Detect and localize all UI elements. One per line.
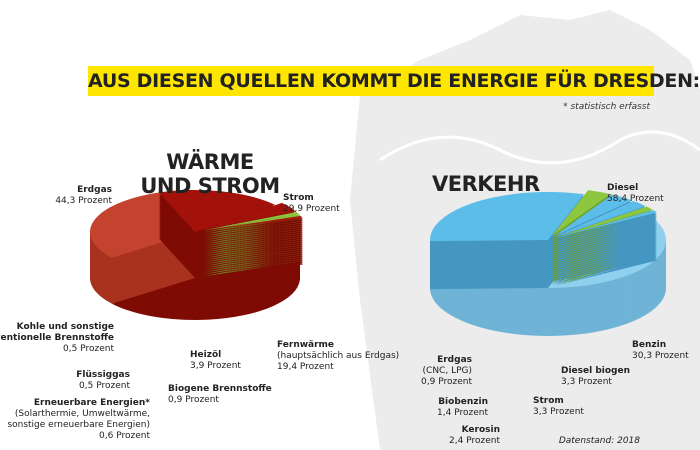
pie1-slice-6 [556,210,657,238]
pie1-slice-side-6 [556,212,657,240]
pie0-slice-side-7 [202,221,303,235]
pie1-slice-side-6 [556,244,657,272]
chart-title-verkehr: VERKEHR [432,172,540,196]
pie0-slice-3 [201,202,296,231]
data-source: Datenstand: 2018 [558,436,640,446]
pie1-slice-side-6 [556,220,657,248]
page-title: AUS DIESEN QUELLEN KOMMT DIE ENERGIE FÜR… [88,66,700,96]
pie0-slice-5 [202,214,301,231]
pie1-slice-side-6 [556,238,657,266]
pie0-slice-side-7 [202,227,303,241]
pie1-slice-2 [552,190,611,236]
label-erdgas-v: Erdgas(CNC, LPG)0,9 Prozent [421,355,472,387]
pie0-slice-side-7 [202,253,303,267]
pie0-slice-side-7 [202,251,303,265]
pie0-slice-side-7 [202,235,303,249]
pie1-slice-side-6 [556,224,657,252]
pie0-slice-side-7 [202,247,303,261]
pie0-slice-side-7 [202,231,303,245]
pie1-slice-side-6 [556,242,657,270]
pie0-slice-2 [158,189,276,232]
pie0-slice-side-7 [202,249,303,263]
pie0-slice-side-7 [202,241,303,255]
label-fernwaerme: Fernwärme(hauptsächlich aus Erdgas)19,4 … [277,340,400,372]
pie1-slice-1 [430,192,585,242]
pie1-slice-side-6 [556,256,657,284]
pie0-slice-side-7 [202,223,303,237]
pie1-slice-side-6 [556,226,657,254]
pie1-slice-4 [555,200,646,237]
pie1-slice-side-6 [556,236,657,264]
pie0-slice-side-7 [202,243,303,257]
pie1-slice-side-6 [556,228,657,256]
pie0-slice-side-7 [202,263,303,277]
pie1-slice-5 [555,206,653,238]
pie0-slice-side-7 [202,237,303,251]
pie1-slice-side-6 [556,214,657,242]
pie0-slice-side-7 [202,255,303,269]
pie1-slice-side-6 [556,246,657,274]
pie1-slice-side-6 [556,250,657,278]
pie0-slice-side-7 [202,233,303,247]
pie0-slice-side-7 [202,229,303,243]
pie0-slice-7 [202,217,303,231]
pie1-slice-side-6 [556,216,657,244]
pie0-slice-side-7 [202,257,303,271]
pie0-slice-6 [202,215,302,231]
chart-title-waerme: WÄRME UND STROM [140,150,280,198]
pie1-slice-side-6 [556,230,657,258]
pie0-slice-side-7 [202,239,303,253]
label-kohle: Kohle und sonstige konventionelle Brenns… [0,322,114,354]
pie0-slice-4 [202,211,299,231]
pie0-slice-side-7 [202,261,303,275]
footnote: * statistisch erfasst [563,102,650,112]
pie1-slice-3 [553,194,633,237]
pie0-slice-side-7 [202,225,303,239]
pie1-slice-side-6 [556,248,657,276]
pie1-slice-side-6 [556,232,657,260]
pie0-slice-side-7 [202,219,303,233]
pie1-slice-side-6 [556,258,657,286]
pie0-slice-side-7 [202,259,303,273]
pie1-slice-side-6 [556,222,657,250]
pie1-slice-side-6 [556,234,657,262]
pie0-slice-side-7 [202,245,303,259]
pie1-slice-side-6 [556,240,657,268]
pie1-slice-side-6 [556,252,657,280]
pie1-slice-side-6 [556,218,657,246]
pie1-slice-side-6 [556,254,657,282]
label-erneuerbare: Erneuerbare Energien*(Solarthermie, Umwe… [7,398,150,441]
